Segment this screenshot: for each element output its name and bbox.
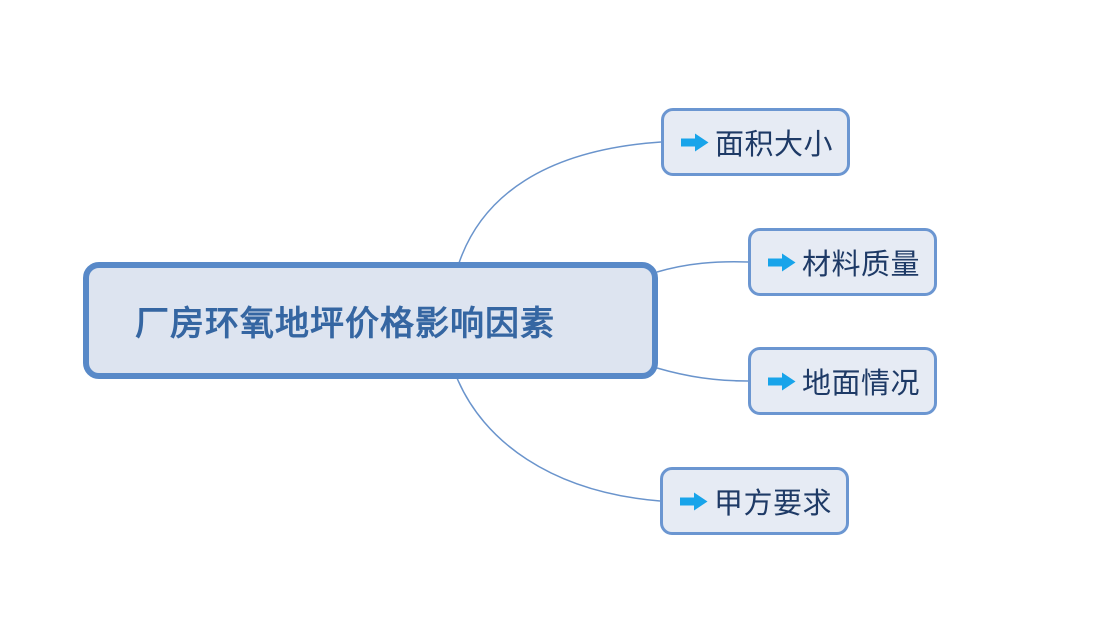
branch-topic-label: 面积大小 [715, 129, 834, 161]
right-arrow-icon [768, 372, 796, 390]
branch-topic-label: 甲方要求 [714, 488, 833, 520]
branch-topic-label: 地面情况 [802, 368, 921, 400]
branch-topic-client-requirements[interactable]: 甲方要求 [660, 467, 849, 535]
right-arrow-icon [680, 492, 708, 510]
connector-line-area-size [458, 141, 662, 264]
right-arrow-icon [768, 253, 796, 271]
connector-line-ground-condition [656, 367, 749, 382]
root-topic[interactable]: 厂房环氧地坪价格影响因素 [83, 262, 658, 379]
connector-line-client-requirements [456, 377, 661, 502]
branch-topic-area-size[interactable]: 面积大小 [661, 108, 850, 176]
connector-line-material-quality [656, 261, 749, 273]
root-topic-label: 厂房环氧地坪价格影响因素 [135, 305, 555, 343]
branch-topic-material-quality[interactable]: 材料质量 [748, 228, 937, 296]
branch-topic-label: 材料质量 [802, 249, 921, 281]
right-arrow-icon [681, 133, 709, 151]
branch-topic-ground-condition[interactable]: 地面情况 [748, 347, 937, 415]
